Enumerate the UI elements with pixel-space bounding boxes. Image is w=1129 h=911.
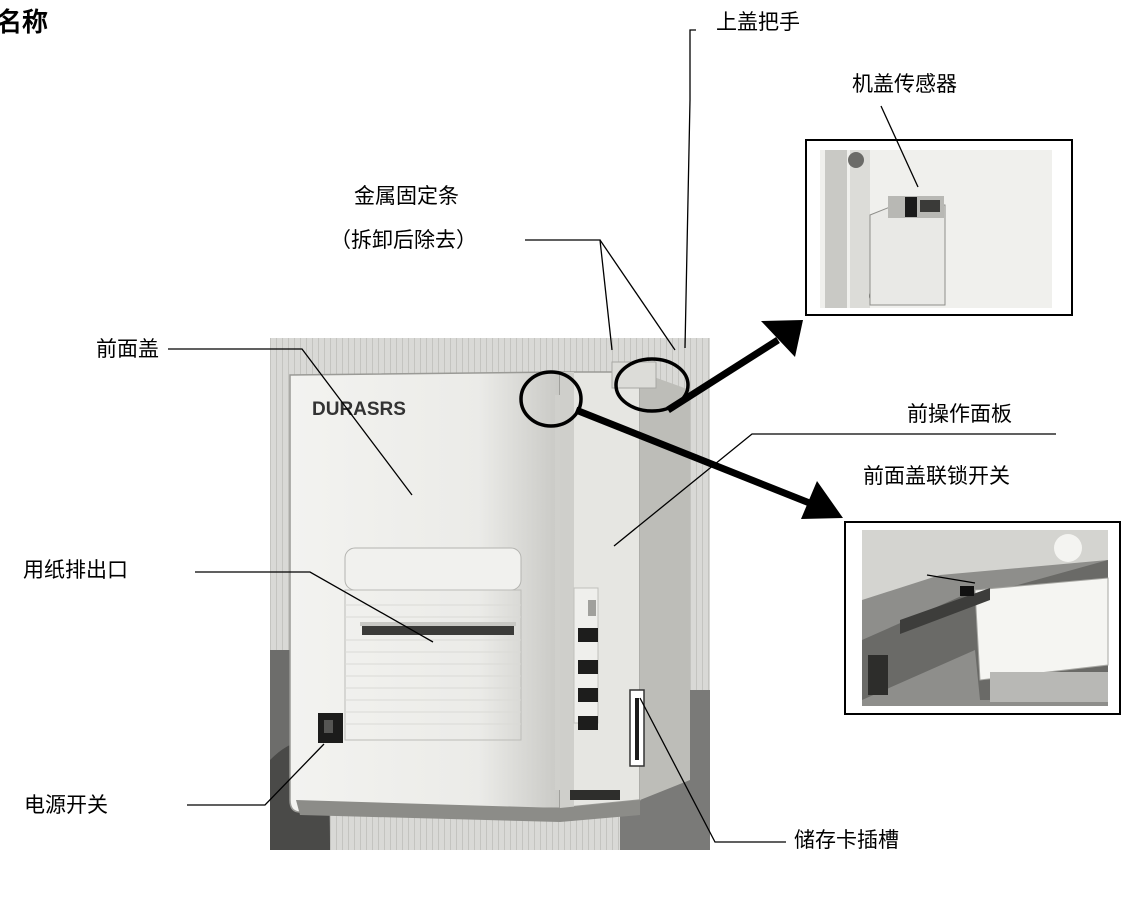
label-memory-card-slot: 储存卡插槽	[794, 828, 899, 852]
label-front-cover: 前面盖	[96, 337, 159, 361]
printer-photo	[270, 338, 710, 850]
figure-title: 名称	[0, 8, 49, 38]
label-power-switch: 电源开关	[24, 793, 108, 817]
inset-interlock-switch	[844, 521, 1121, 715]
label-paper-exit: 用纸排出口	[23, 558, 128, 582]
label-top-cover-handle: 上盖把手	[716, 10, 800, 34]
product-logo: DURASRS	[312, 399, 406, 420]
label-front-panel: 前操作面板	[907, 402, 1012, 426]
label-metal-bracket-note: （拆卸后除去）	[330, 228, 477, 252]
label-metal-bracket: 金属固定条	[354, 184, 459, 208]
inset-cover-sensor	[805, 139, 1073, 316]
label-front-cover-interlock: 前面盖联锁开关	[863, 464, 1010, 488]
label-cover-sensor: 机盖传感器	[852, 72, 957, 96]
